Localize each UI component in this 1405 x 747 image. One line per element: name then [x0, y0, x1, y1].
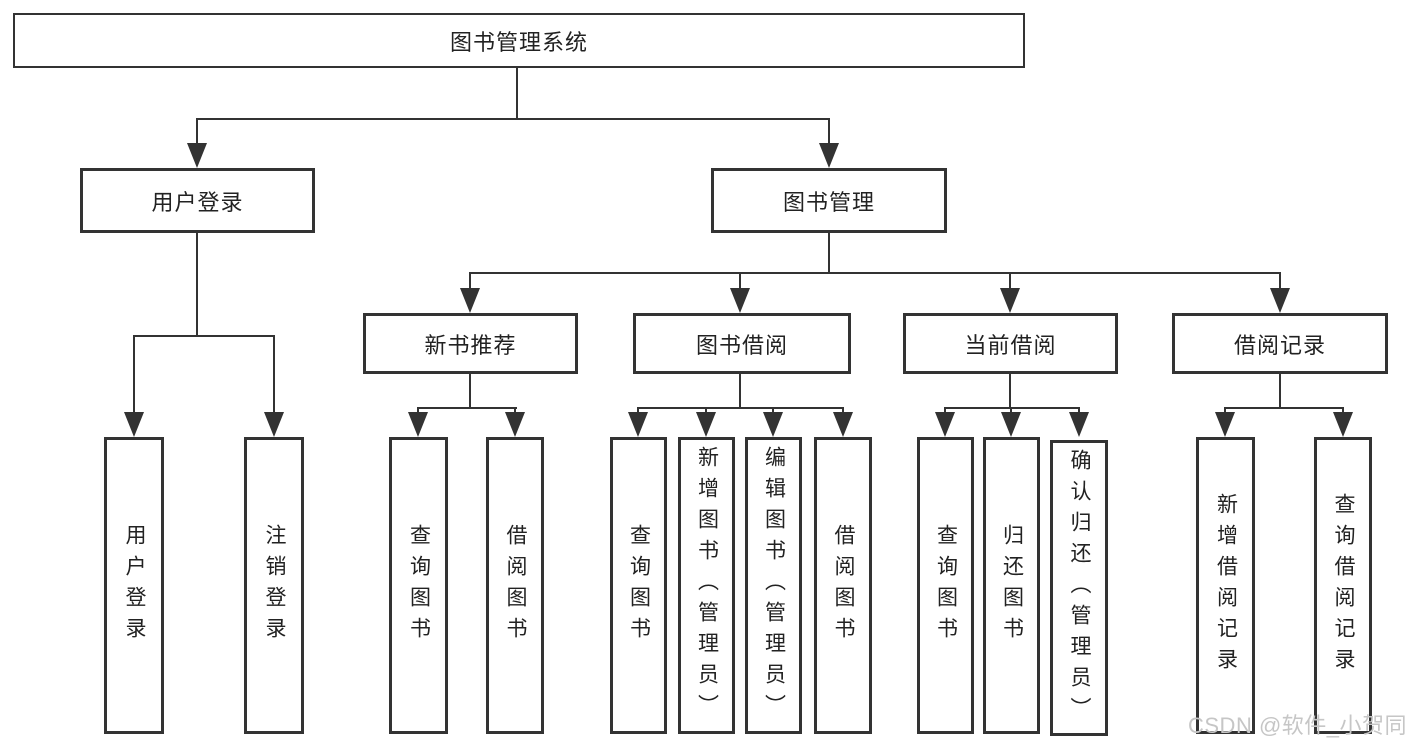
node-leaf-cb-query-books-label: 查询图书: [934, 523, 958, 648]
node-new-books: 新书推荐: [363, 313, 578, 374]
arrowhead-icon: [935, 412, 955, 437]
arrowhead-icon: [505, 412, 525, 437]
connector-drop: [842, 407, 844, 413]
arrowhead-borrow-records-icon: [1270, 288, 1290, 313]
node-leaf-bb-query-books-label: 查询图书: [627, 523, 651, 648]
arrowhead-icon: [1001, 412, 1021, 437]
node-borrow-records: 借阅记录: [1172, 313, 1388, 374]
connector-drop-book-borrow: [739, 272, 741, 288]
connector-drop-leaf-logout: [273, 335, 275, 412]
node-leaf-logout: 注销登录: [244, 437, 304, 734]
node-book-mgmt-label: 图书管理: [782, 189, 875, 215]
arrowhead-icon: [628, 412, 648, 437]
connector-new-books-stem: [469, 374, 471, 407]
node-leaf-br-add-record: 新增借阅记录: [1196, 437, 1255, 734]
node-current-borrow: 当前借阅: [903, 313, 1118, 374]
arrowhead-current-borrow-icon: [1000, 288, 1020, 313]
connector-book-borrow-stem: [739, 374, 741, 407]
arrowhead-book-borrow-icon: [730, 288, 750, 313]
node-leaf-br-query-record-label: 查询借阅记录: [1332, 492, 1355, 679]
arrowhead-user-login-icon: [187, 143, 207, 168]
connector-drop: [1342, 407, 1344, 413]
node-leaf-cb-query-books: 查询图书: [917, 437, 974, 734]
node-user-login-label: 用户登录: [151, 189, 244, 215]
arrowhead-icon: [833, 412, 853, 437]
node-leaf-cb-confirm-return-admin: 确认归还（管理员）: [1050, 440, 1108, 736]
connector-current-borrow-stem: [1009, 374, 1011, 407]
arrowhead-leaf-login-icon: [124, 412, 144, 437]
connector-book-borrow-hline: [637, 407, 844, 409]
connector-drop: [705, 407, 707, 413]
arrowhead-icon: [763, 412, 783, 437]
node-leaf-bb-borrow-books-label: 借阅图书: [832, 523, 855, 648]
connector-new-books-hline: [417, 407, 517, 409]
arrowhead-icon: [408, 412, 428, 437]
node-leaf-cb-return-books: 归还图书: [983, 437, 1040, 734]
connector-drop: [772, 407, 774, 413]
node-leaf-logout-label: 注销登录: [263, 523, 286, 648]
node-leaf-br-query-record: 查询借阅记录: [1314, 437, 1372, 734]
connector-drop-user-login: [196, 118, 198, 145]
node-leaf-nb-borrow-books-label: 借阅图书: [504, 523, 527, 648]
node-leaf-bb-query-books: 查询图书: [610, 437, 667, 734]
connector-book-mgmt-stem: [828, 233, 830, 272]
connector-root-stem: [516, 68, 518, 118]
node-leaf-bb-add-books-admin-label: 新增图书（管理员）: [695, 446, 719, 725]
connector-user-login-stem: [196, 233, 198, 335]
node-leaf-nb-query-books: 查询图书: [389, 437, 448, 734]
connector-drop-borrow-records: [1279, 272, 1281, 288]
connector-drop-new-books: [469, 272, 471, 288]
connector-drop: [1078, 407, 1080, 413]
connector-current-borrow-hline: [944, 407, 1080, 409]
node-leaf-user-login: 用户登录: [104, 437, 164, 734]
node-leaf-nb-borrow-books: 借阅图书: [486, 437, 544, 734]
arrowhead-new-books-icon: [460, 288, 480, 313]
connector-borrow-records-hline: [1224, 407, 1344, 409]
node-leaf-nb-query-books-label: 查询图书: [407, 523, 431, 648]
node-leaf-bb-borrow-books: 借阅图书: [814, 437, 872, 734]
arrowhead-icon: [1333, 412, 1353, 437]
connector-level3-hline: [469, 272, 1281, 274]
connector-user-login-hline: [133, 335, 275, 337]
arrowhead-icon: [1069, 412, 1089, 437]
connector-level2-hline: [196, 118, 830, 120]
connector-drop: [637, 407, 639, 413]
node-leaf-bb-add-books-admin: 新增图书（管理员）: [678, 437, 735, 734]
node-leaf-bb-edit-books-admin-label: 编辑图书（管理员）: [762, 446, 786, 725]
node-leaf-bb-edit-books-admin: 编辑图书（管理员）: [745, 437, 802, 734]
arrowhead-leaf-logout-icon: [264, 412, 284, 437]
node-book-borrow: 图书借阅: [633, 313, 851, 374]
arrowhead-icon: [696, 412, 716, 437]
csdn-watermark: CSDN @软件_小贺同学: [1188, 713, 1405, 738]
node-new-books-label: 新书推荐: [424, 332, 517, 358]
connector-drop-leaf-login: [133, 335, 135, 412]
connector-drop: [1224, 407, 1226, 413]
connector-borrow-records-stem: [1279, 374, 1281, 407]
connector-drop: [514, 407, 516, 413]
node-leaf-br-add-record-label: 新增借阅记录: [1214, 492, 1238, 679]
node-root: 图书管理系统: [13, 13, 1025, 68]
node-root-label: 图书管理系统: [449, 29, 588, 55]
node-current-borrow-label: 当前借阅: [964, 332, 1057, 358]
node-user-login: 用户登录: [80, 168, 315, 233]
node-leaf-user-login-label: 用户登录: [123, 523, 146, 648]
node-book-borrow-label: 图书借阅: [695, 332, 788, 358]
node-book-mgmt: 图书管理: [711, 168, 947, 233]
connector-drop: [944, 407, 946, 413]
node-leaf-cb-confirm-return-admin-label: 确认归还（管理员）: [1068, 448, 1091, 728]
connector-drop: [417, 407, 419, 413]
connector-drop-current-borrow: [1009, 272, 1011, 288]
connector-drop: [1010, 407, 1012, 413]
arrowhead-book-mgmt-icon: [819, 143, 839, 168]
arrowhead-icon: [1215, 412, 1235, 437]
connector-drop-book-mgmt: [828, 118, 830, 145]
node-leaf-cb-return-books-label: 归还图书: [1000, 523, 1024, 648]
node-borrow-records-label: 借阅记录: [1233, 332, 1326, 358]
